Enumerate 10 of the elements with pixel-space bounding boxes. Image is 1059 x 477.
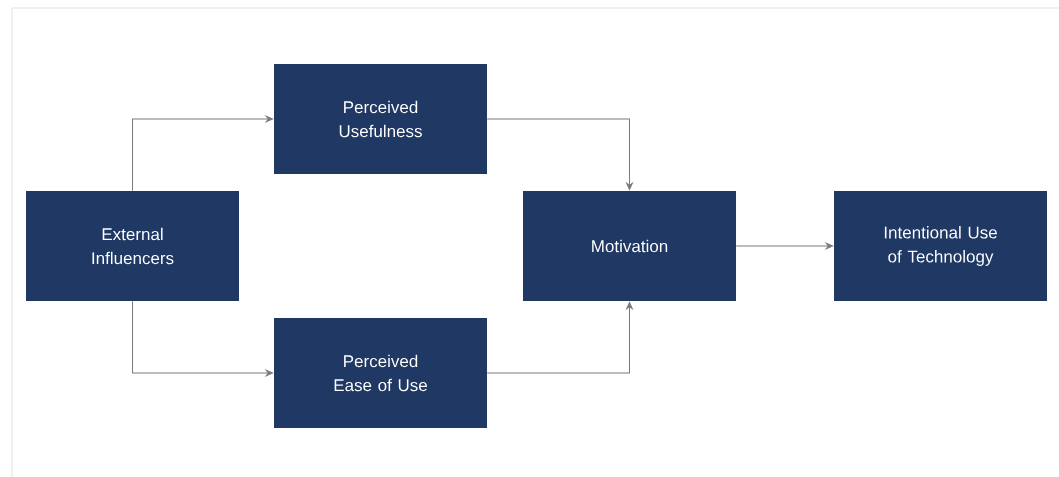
arrow (486, 118, 633, 191)
arrow (486, 301, 633, 374)
arrow (132, 115, 274, 192)
arrow (735, 242, 834, 250)
process-box: Perceived Usefulness (274, 64, 487, 174)
process-box: Perceived Ease of Use (274, 318, 487, 428)
process-box: Intentional Use of Technology (834, 191, 1047, 301)
arrow (132, 300, 274, 377)
process-box: Motivation (523, 191, 736, 301)
process-box: External Influencers (26, 191, 239, 301)
